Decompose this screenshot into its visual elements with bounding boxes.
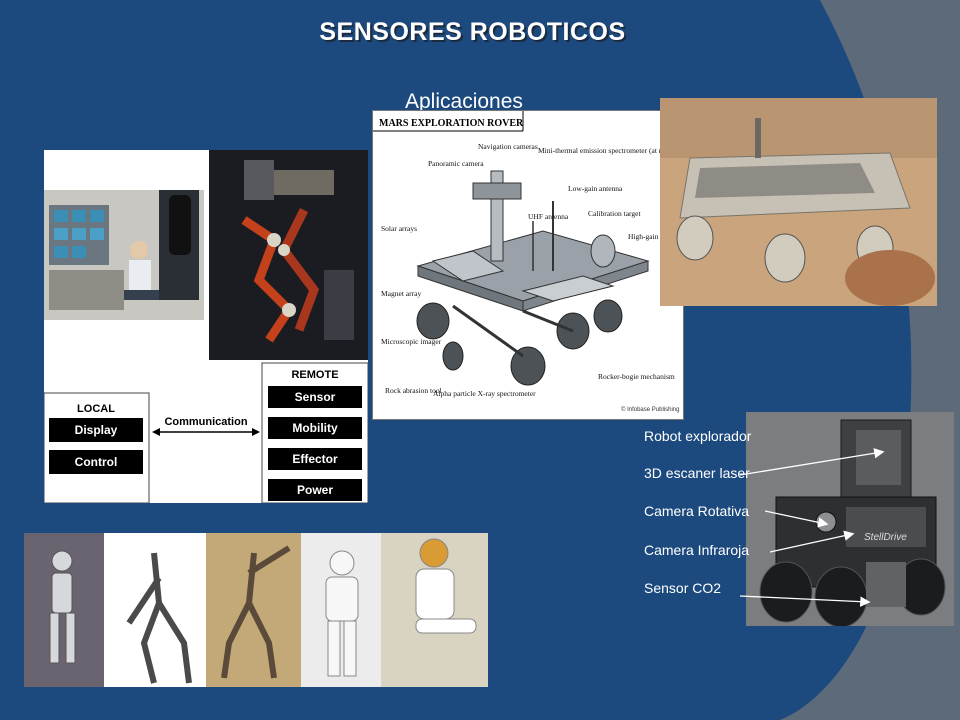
callout-rock-abrasion: Rock abrasion tool (385, 386, 442, 395)
label-3d-laser-scanner: 3D escaner laser (644, 465, 750, 481)
remote-manipulator-photo (209, 150, 368, 360)
robot-explorer-caption: Robot explorador (644, 428, 752, 444)
callout-panoramic-camera: Panoramic camera (428, 159, 484, 168)
callout-uhf: UHF antenna (528, 212, 569, 221)
mars-rover-diagram: MARS EXPLORATION ROVER (372, 110, 684, 420)
remote-label: REMOTE (291, 369, 338, 381)
communication-label: Communication (164, 416, 247, 428)
remote-sensor-label: Sensor (295, 390, 336, 404)
callout-magnet: Magnet array (381, 289, 421, 298)
slide-subtitle: Aplicaciones (405, 90, 523, 113)
sojourner-rover-photo (660, 98, 937, 306)
slide-title: SENSORES ROBOTICOS (319, 18, 626, 46)
callout-rocker: Rocker-bogie mechanism (598, 372, 675, 381)
callout-high-gain: High-gain antenna (628, 232, 683, 241)
remote-effector-label: Effector (292, 452, 338, 466)
local-display-label: Display (75, 423, 118, 437)
humanoid-robots-photo-strip (24, 533, 488, 687)
mars-rover-heading: MARS EXPLORATION ROVER (379, 118, 524, 129)
label-rotating-camera: Camera Rotativa (644, 503, 750, 519)
callout-mini-thermal: Mini-thermal emission spectrometer (at r… (538, 146, 673, 155)
callout-credit: © Infobase Publishing (621, 406, 679, 413)
operator-station-photo (44, 190, 204, 320)
telerobotics-diagram: LOCAL Display Control Communication REMO… (44, 150, 368, 503)
local-label: LOCAL (77, 403, 115, 415)
callout-low-gain: Low-gain antenna (568, 184, 623, 193)
explorer-robot-photo: StellDrive (746, 412, 954, 626)
remote-power-label: Power (297, 483, 333, 497)
label-co2-sensor: Sensor CO2 (644, 580, 722, 596)
callout-solar: Solar arrays (381, 224, 417, 233)
callout-calibration: Calibration target (588, 209, 641, 218)
callout-microscopic: Microscopic imager (381, 337, 442, 346)
callout-navigation-cameras: Navigation cameras (478, 142, 538, 151)
local-control-label: Control (75, 455, 118, 469)
robot-brand-label: StellDrive (864, 532, 907, 543)
remote-mobility-label: Mobility (292, 421, 338, 435)
local-control-box (49, 450, 143, 474)
callout-alpha: Alpha particle X-ray spectrometer (433, 389, 536, 398)
local-display-box (49, 418, 143, 442)
label-infrared-camera: Camera Infraroja (644, 542, 750, 558)
